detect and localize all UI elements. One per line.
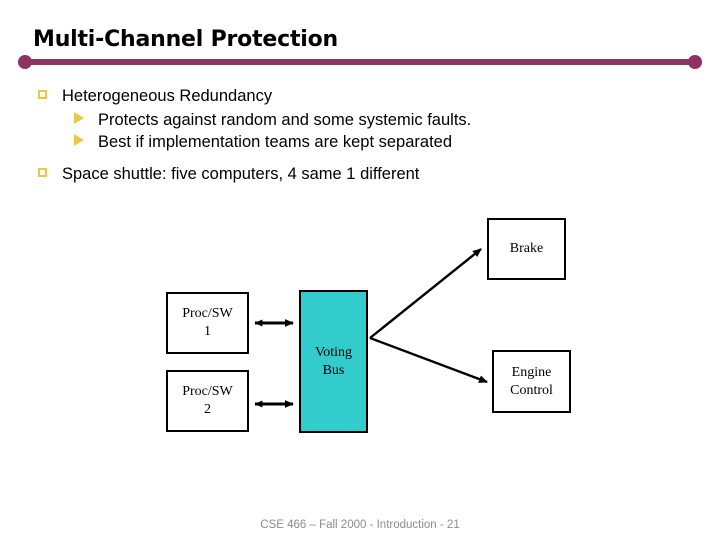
box-label-line2: 1 (204, 324, 211, 339)
box-label-line1: Proc/SW (182, 384, 233, 399)
box-label-line1: Voting (314, 344, 353, 360)
slide-footer: CSE 466 – Fall 2000 - Introduction - 21 (260, 519, 460, 531)
bullet-text: Space shuttle: five computers, 4 same 1 … (62, 165, 420, 183)
connector-voting-engine (369, 336, 488, 384)
box-label-line2: Control (510, 382, 553, 398)
bullet-item-heterogeneous-redundancy: Heterogeneous Redundancy (34, 86, 504, 107)
arrow-bullet-icon (74, 134, 84, 146)
diagram-box-proc-sw-2[interactable]: Proc/SW 2 (166, 370, 249, 432)
divider-cap-left-icon (18, 55, 32, 69)
bullet-text: Heterogeneous Redundancy (62, 87, 273, 105)
box-label-line2: 2 (204, 402, 211, 417)
box-label-line2: Bus (322, 362, 345, 378)
connector-voting-brake (369, 248, 482, 339)
diagram-box-brake[interactable]: Brake (487, 218, 566, 280)
page-title: Multi-Channel Protection (33, 27, 338, 52)
bullet-text: Protects against random and some systemi… (98, 111, 472, 129)
bullet-text: Best if implementation teams are kept se… (98, 133, 453, 151)
title-divider (18, 55, 702, 69)
divider-bar (28, 59, 692, 65)
bullet-item-protects-against-faults: Protects against random and some systemi… (64, 109, 504, 131)
hollow-square-bullet-icon (38, 90, 47, 99)
hollow-square-bullet-icon (38, 168, 47, 177)
bullet-spacer (34, 153, 504, 164)
divider-cap-right-icon (688, 55, 702, 69)
box-label-line1: Brake (509, 241, 544, 256)
bullet-list: Heterogeneous Redundancy Protects agains… (34, 86, 504, 187)
diagram-box-proc-sw-1[interactable]: Proc/SW 1 (166, 292, 249, 354)
arrow-bullet-icon (74, 112, 84, 124)
diagram-box-voting-bus[interactable]: Voting Bus (299, 290, 368, 433)
box-label-line1: Proc/SW (182, 306, 233, 321)
bullet-item-teams-kept-separated: Best if implementation teams are kept se… (64, 131, 504, 153)
diagram-box-engine-control[interactable]: Engine Control (492, 350, 571, 413)
box-label-line1: Engine (511, 364, 552, 380)
bullet-item-space-shuttle: Space shuttle: five computers, 4 same 1 … (34, 164, 504, 185)
